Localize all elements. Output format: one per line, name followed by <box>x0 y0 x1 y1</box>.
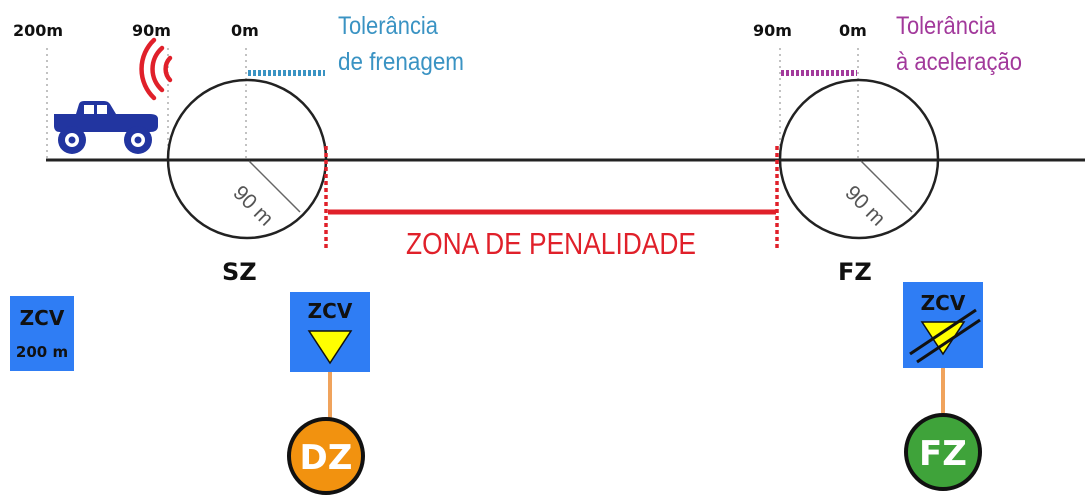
dz-circle <box>287 417 365 495</box>
radius-line-left <box>248 160 301 213</box>
radius-label-left: 90 m <box>228 181 277 230</box>
fz-circle-label: FZ <box>919 434 967 474</box>
acceleration-tolerance-line1: Tolerância <box>896 12 996 40</box>
braking-tolerance-line1: Tolerância <box>338 12 438 40</box>
finish-zone-circle <box>778 78 940 240</box>
zcv-start-sign-label: ZCV <box>308 299 353 323</box>
end-of-zone-strike-icon <box>909 308 981 364</box>
marker-0m-left: 0m <box>231 21 259 40</box>
radius-label-right: 90 m <box>840 181 889 230</box>
zcv-200m-sign <box>10 296 74 371</box>
radar-waves-icon <box>139 37 173 101</box>
start-zone-label: SZ <box>222 258 257 286</box>
dz-circle-label: DZ <box>300 438 353 478</box>
radius-line-right <box>860 160 913 213</box>
penalty-zone-label: ZONA DE PENALIDADE <box>406 226 696 261</box>
zcv-end-sign-label: ZCV <box>921 291 966 315</box>
zcv-200m-sign-label: ZCV <box>20 306 65 330</box>
marker-90m-right: 90m <box>753 21 792 40</box>
marker-90m-left: 90m <box>132 21 171 40</box>
start-zone-circle <box>166 78 328 240</box>
marker-200m: 200m <box>13 21 63 40</box>
fz-circle <box>904 413 982 491</box>
zcv-200m-sign-distance: 200 m <box>16 343 68 361</box>
marker-0m-right: 0m <box>839 21 867 40</box>
finish-zone-label: FZ <box>838 258 872 286</box>
braking-tolerance-line2: de frenagem <box>338 48 464 76</box>
yield-triangle-icon <box>307 330 353 365</box>
acceleration-tolerance-line2: à aceleração <box>896 48 1022 76</box>
